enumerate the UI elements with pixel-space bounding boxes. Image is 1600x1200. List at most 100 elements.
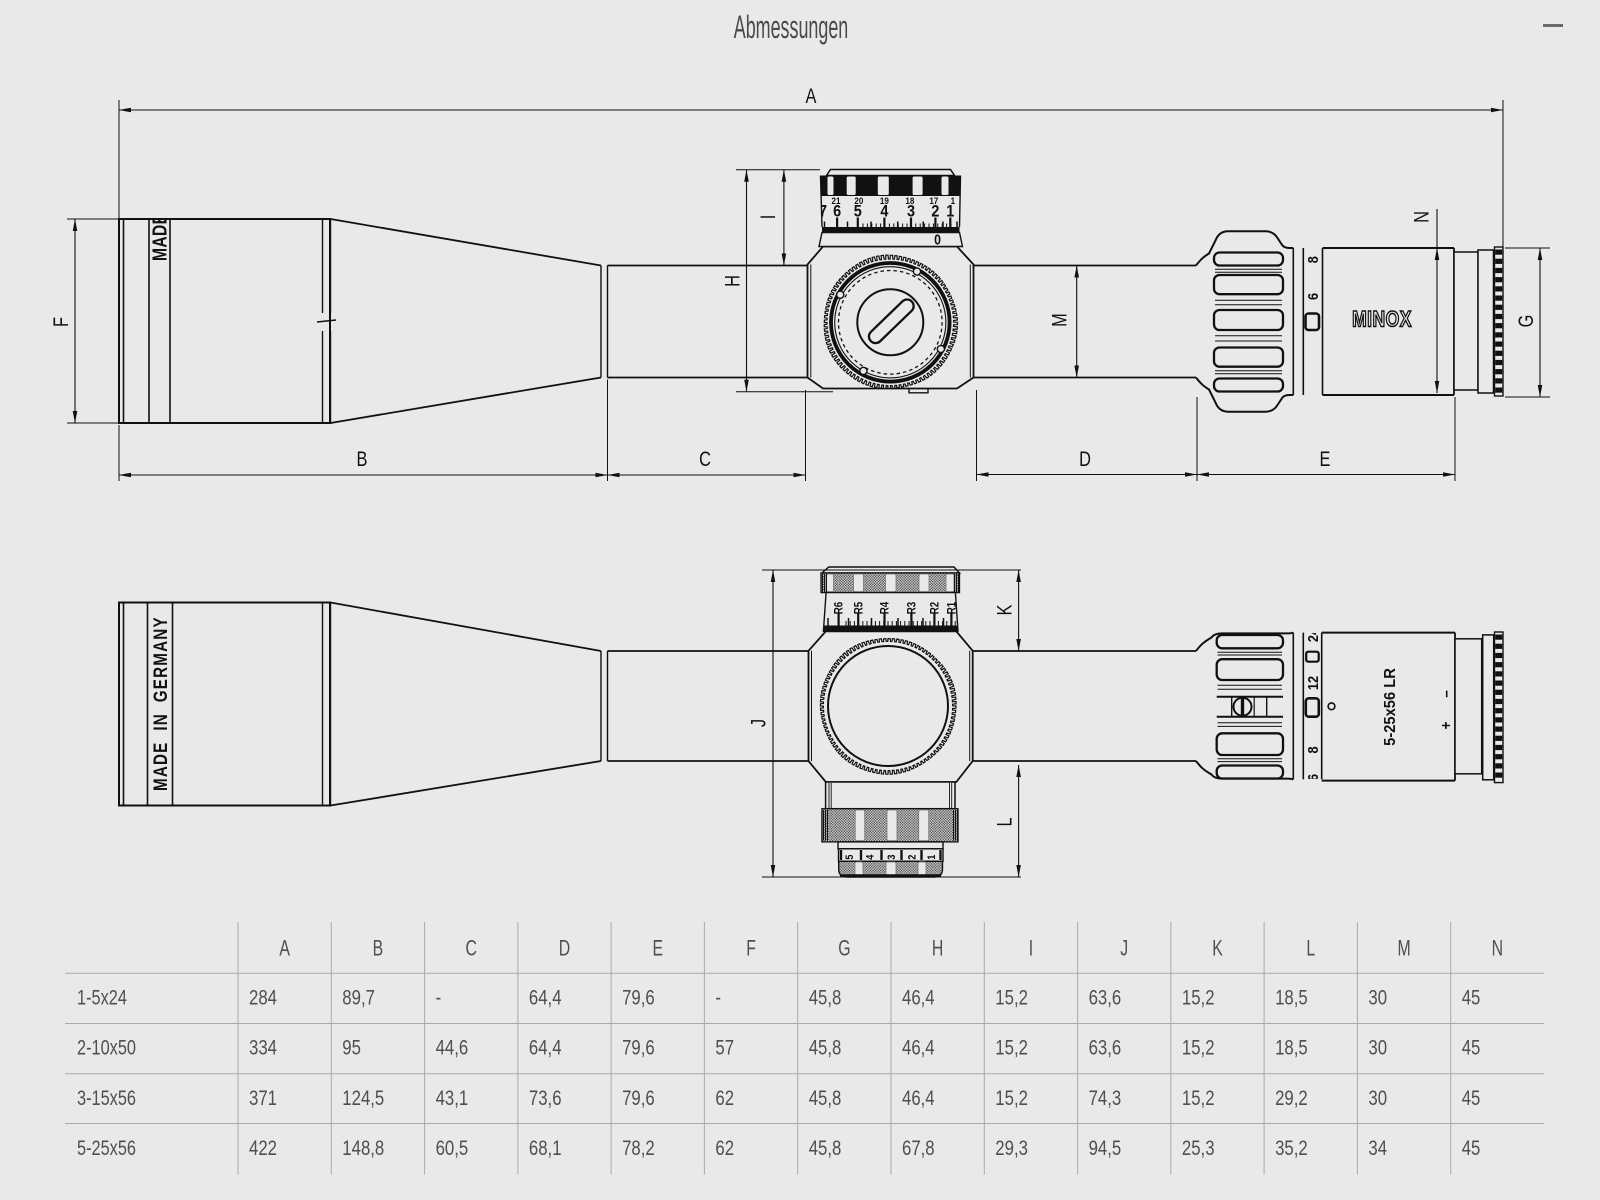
svg-text:45: 45: [1462, 987, 1481, 1010]
svg-text:124,5: 124,5: [342, 1087, 384, 1110]
svg-text:148,8: 148,8: [342, 1137, 384, 1160]
svg-text:K: K: [1212, 937, 1223, 961]
svg-text:A: A: [806, 84, 817, 107]
svg-text:5-25x56: 5-25x56: [77, 1137, 136, 1161]
svg-text:45,8: 45,8: [809, 987, 842, 1010]
svg-text:78,2: 78,2: [622, 1137, 655, 1160]
svg-text:67,8: 67,8: [902, 1137, 935, 1160]
svg-text:68,1: 68,1: [529, 1137, 562, 1160]
svg-text:K: K: [993, 604, 1016, 615]
svg-text:18,5: 18,5: [1275, 987, 1308, 1010]
svg-text:R6: R6: [833, 602, 846, 615]
svg-text:30: 30: [1368, 1087, 1387, 1110]
svg-text:18: 18: [905, 195, 914, 206]
svg-text:44,6: 44,6: [436, 1037, 469, 1060]
svg-text:G: G: [1514, 315, 1537, 328]
svg-text:J: J: [1120, 937, 1128, 961]
svg-text:46,4: 46,4: [902, 1087, 935, 1110]
svg-text:34: 34: [1368, 1137, 1387, 1160]
svg-text:H: H: [721, 275, 744, 287]
svg-text:45: 45: [1462, 1087, 1481, 1110]
svg-text:29,2: 29,2: [1275, 1087, 1308, 1110]
svg-text:J: J: [747, 719, 770, 727]
svg-text:20: 20: [854, 195, 863, 206]
svg-text:2-10x50: 2-10x50: [77, 1037, 136, 1061]
svg-text:422: 422: [249, 1137, 277, 1160]
svg-text:5-25x56 LR: 5-25x56 LR: [1381, 668, 1398, 746]
svg-text:MADE IN GERMANY: MADE IN GERMANY: [148, 105, 170, 261]
svg-text:0: 0: [934, 232, 941, 248]
svg-text:73,6: 73,6: [529, 1087, 562, 1110]
svg-text:M: M: [1048, 313, 1071, 327]
svg-text:15,2: 15,2: [1182, 1037, 1215, 1060]
svg-text:E: E: [1320, 447, 1331, 470]
svg-text:18,5: 18,5: [1275, 1037, 1308, 1060]
svg-text:62: 62: [715, 1137, 734, 1160]
svg-text:30: 30: [1368, 987, 1387, 1010]
svg-text:6: 6: [1304, 293, 1321, 300]
svg-text:4: 4: [880, 202, 888, 220]
svg-text:79,6: 79,6: [622, 1087, 655, 1110]
svg-text:R1: R1: [946, 602, 959, 615]
svg-text:MINOX: MINOX: [1352, 308, 1412, 333]
svg-text:E: E: [653, 937, 664, 961]
svg-text:B: B: [373, 937, 384, 961]
svg-text:F: F: [49, 317, 72, 327]
svg-text:12: 12: [1304, 676, 1321, 690]
svg-text:Abmessungen: Abmessungen: [734, 11, 849, 46]
svg-text:A: A: [279, 937, 290, 961]
svg-text:2: 2: [931, 202, 939, 220]
svg-text:2: 2: [907, 854, 919, 859]
svg-text:I: I: [756, 215, 779, 220]
svg-text:N: N: [1409, 211, 1432, 223]
svg-text:62: 62: [715, 1087, 734, 1110]
svg-text:1-5x24: 1-5x24: [77, 986, 127, 1010]
svg-text:M: M: [1398, 937, 1411, 961]
svg-text:371: 371: [249, 1087, 277, 1110]
svg-text:I: I: [1029, 937, 1033, 961]
svg-text:94,5: 94,5: [1089, 1137, 1122, 1160]
svg-text:57: 57: [715, 1037, 734, 1060]
svg-text:H: H: [932, 937, 943, 961]
svg-text:–: –: [1438, 690, 1455, 698]
svg-text:334: 334: [249, 1037, 277, 1060]
svg-text:29,3: 29,3: [995, 1137, 1028, 1160]
svg-text:8: 8: [1304, 256, 1321, 263]
svg-text:45,8: 45,8: [809, 1087, 842, 1110]
svg-text:60,5: 60,5: [436, 1137, 469, 1160]
svg-text:17: 17: [929, 195, 938, 206]
svg-text:5: 5: [844, 854, 856, 859]
svg-text:R4: R4: [879, 602, 892, 615]
svg-text:79,6: 79,6: [622, 1037, 655, 1060]
svg-text:46,4: 46,4: [902, 1037, 935, 1060]
svg-text:D: D: [559, 937, 570, 961]
svg-text:19: 19: [880, 195, 889, 206]
svg-text:C: C: [465, 937, 477, 961]
svg-text:L: L: [1306, 937, 1315, 961]
svg-text:G: G: [838, 937, 850, 961]
svg-text:30: 30: [1368, 1037, 1387, 1060]
svg-text:15,2: 15,2: [1182, 987, 1215, 1010]
svg-text:79,6: 79,6: [622, 987, 655, 1010]
svg-text:43,1: 43,1: [436, 1087, 469, 1110]
svg-text:5: 5: [854, 202, 862, 220]
svg-text:R3: R3: [906, 602, 919, 615]
svg-text:R5: R5: [853, 602, 866, 615]
svg-text:-: -: [715, 987, 721, 1010]
svg-text:284: 284: [249, 987, 277, 1010]
svg-text:-: -: [436, 987, 442, 1010]
svg-text:15,2: 15,2: [995, 1037, 1028, 1060]
svg-text:45: 45: [1462, 1037, 1481, 1060]
svg-text:45,8: 45,8: [809, 1037, 842, 1060]
svg-text:R2: R2: [929, 602, 942, 615]
svg-text:3-15x56: 3-15x56: [77, 1087, 136, 1111]
svg-text:L: L: [993, 817, 1016, 826]
svg-text:63,6: 63,6: [1089, 987, 1122, 1010]
svg-text:1: 1: [946, 202, 954, 220]
svg-text:B: B: [357, 447, 368, 470]
svg-text:+: +: [1438, 721, 1455, 729]
svg-text:C: C: [699, 447, 711, 470]
svg-text:MADE IN GERMANY: MADE IN GERMANY: [149, 616, 171, 791]
svg-text:25,3: 25,3: [1182, 1137, 1215, 1160]
svg-text:1: 1: [926, 854, 938, 859]
